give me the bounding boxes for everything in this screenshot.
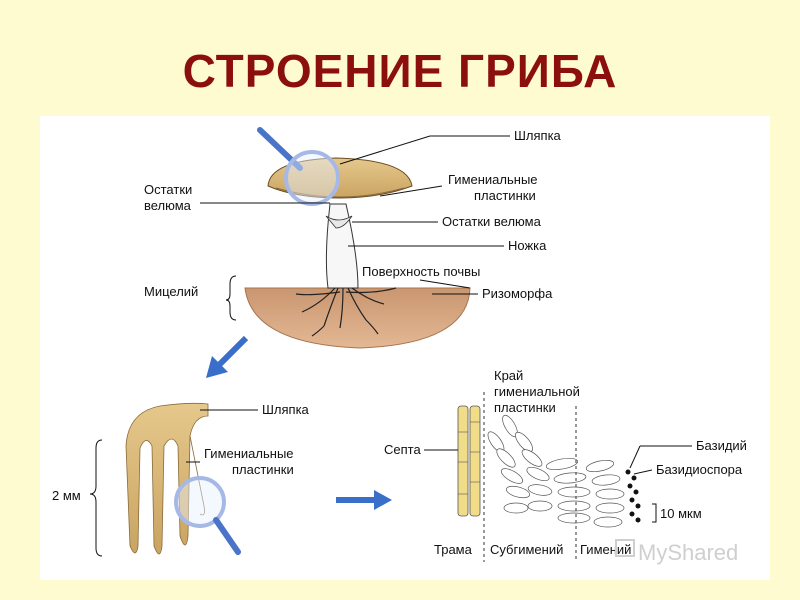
label-gills-line2: пластинки: [474, 188, 536, 203]
scale-bracket: [652, 503, 657, 523]
mushroom-illustration: [244, 157, 471, 349]
magnifier-icon: [257, 127, 340, 206]
hymenium-microstructure: [457, 405, 641, 528]
size-brace: [89, 439, 103, 557]
label-edge-line1: Край: [494, 368, 523, 383]
label-edge-line3: пластинки: [494, 400, 556, 415]
label-detail-gills-line1: Гимениальные: [204, 446, 294, 461]
soil-mound: [244, 287, 471, 349]
label-mycelium: Мицелий: [144, 284, 198, 299]
label-soil-surface: Поверхность почвы: [362, 264, 480, 279]
label-trama: Трама: [434, 542, 473, 557]
layer-dividers: [483, 392, 577, 562]
watermark: MyShared: [615, 539, 738, 565]
slide-title: СТРОЕНИЕ ГРИБА: [182, 45, 618, 97]
rhizomorph-roots: [295, 287, 397, 337]
label-subhymenium: Субгимений: [490, 542, 563, 557]
label-veil-left-line2: велюма: [144, 198, 192, 213]
label-septum: Септа: [384, 442, 421, 457]
micro-leader-lines: [424, 445, 692, 475]
top-leader-lines: [200, 135, 510, 295]
label-detail-gills-line2: пластинки: [232, 462, 294, 477]
gill-detail-illustration: [125, 402, 209, 555]
gill-cap-tissue: [125, 402, 209, 555]
basidia: [545, 457, 625, 528]
subhymenium-cells: [487, 414, 553, 514]
arrow-down-left-icon: [206, 335, 249, 378]
label-hymenium: Гимений: [580, 542, 631, 557]
arrow-right-icon: [336, 490, 392, 510]
label-rhizomorph: Ризоморфа: [482, 286, 553, 301]
label-edge-line2: гимениальной: [494, 384, 580, 399]
label-veil-right: Остатки велюма: [442, 214, 542, 229]
label-size: 2 мм: [52, 488, 81, 503]
label-basidium: Базидий: [696, 438, 747, 453]
label-cap: Шляпка: [514, 128, 562, 143]
label-scale: 10 мкм: [660, 506, 702, 521]
label-stem: Ножка: [508, 238, 547, 253]
fungus-structure-diagram: Шляпка Гимениальные пластинки Остатки ве…: [52, 127, 747, 565]
mycelium-brace: [225, 275, 237, 321]
gill-edge-strands: [189, 435, 205, 516]
watermark-text: MyShared: [638, 540, 738, 565]
gill-leader-lines: [186, 409, 258, 463]
label-detail-cap: Шляпка: [262, 402, 310, 417]
diagram-panel: Шляпка Гимениальные пластинки Остатки ве…: [40, 116, 770, 580]
label-basidiospore: Базидиоспора: [656, 462, 743, 477]
magnifier-icon: [174, 476, 241, 555]
label-veil-left-line1: Остатки: [144, 182, 192, 197]
label-gills-line1: Гимениальные: [448, 172, 538, 187]
veil-ring: [325, 215, 353, 229]
basidiospores: [625, 469, 641, 523]
trama-hyphae: [457, 405, 481, 517]
